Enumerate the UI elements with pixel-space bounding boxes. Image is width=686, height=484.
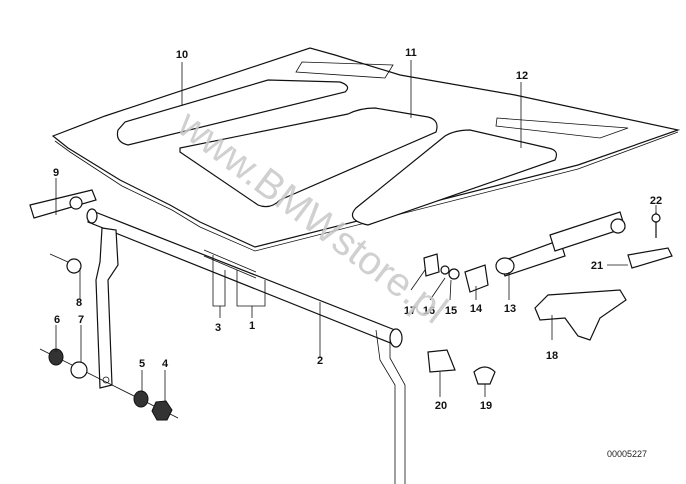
part-labels: 10 11 12 9 8 6 7 5 4 3 1 2 17 16 15 14 1… <box>53 47 662 412</box>
hinge-plate-18 <box>534 289 627 341</box>
washer-15 <box>448 268 460 280</box>
label-21: 21 <box>591 260 603 272</box>
label-9: 9 <box>53 167 59 179</box>
label-7: 7 <box>78 314 84 326</box>
bracket-9 <box>29 189 97 219</box>
label-1: 1 <box>249 320 255 332</box>
label-13: 13 <box>504 303 516 315</box>
diagram-code: 00005227 <box>607 449 647 459</box>
label-16: 16 <box>423 305 435 317</box>
adjustable-buffer-20 <box>427 349 456 373</box>
insulation-pad-11 <box>179 107 438 208</box>
label-22: 22 <box>650 195 662 207</box>
hood-arm-right <box>375 329 406 484</box>
hood-panel <box>51 47 681 252</box>
vent-slot-right <box>495 117 629 139</box>
label-12: 12 <box>516 70 528 82</box>
label-3: 3 <box>215 322 221 334</box>
bracket-21 <box>627 247 673 269</box>
hex-nut-4 <box>151 400 173 421</box>
torsion-rod <box>86 208 403 348</box>
label-19: 19 <box>480 400 492 412</box>
label-15: 15 <box>445 305 457 317</box>
hood-arm-left <box>95 227 119 389</box>
washer-5 <box>133 390 149 408</box>
label-2: 2 <box>317 355 323 367</box>
clip-17 <box>423 253 440 277</box>
label-20: 20 <box>435 400 447 412</box>
rubber-stop-19 <box>473 366 496 385</box>
leader-lines <box>55 60 657 402</box>
label-17: 17 <box>404 305 416 317</box>
label-8: 8 <box>76 297 82 309</box>
insulation-pad-12 <box>351 129 558 226</box>
vent-slot-left <box>295 61 394 79</box>
washer-16 <box>440 265 450 275</box>
label-10: 10 <box>176 49 188 61</box>
label-6: 6 <box>54 314 60 326</box>
rubber-buffer-14 <box>464 264 489 293</box>
gas-strut-13 <box>495 211 626 277</box>
bolt-8 <box>49 253 82 274</box>
label-18: 18 <box>546 350 558 362</box>
label-5: 5 <box>139 358 145 370</box>
washer-7 <box>70 361 88 379</box>
fastener-stack <box>39 348 179 421</box>
label-4: 4 <box>162 358 169 370</box>
label-11: 11 <box>405 47 417 59</box>
label-14: 14 <box>470 303 483 315</box>
insulation-pad-10 <box>116 79 349 146</box>
